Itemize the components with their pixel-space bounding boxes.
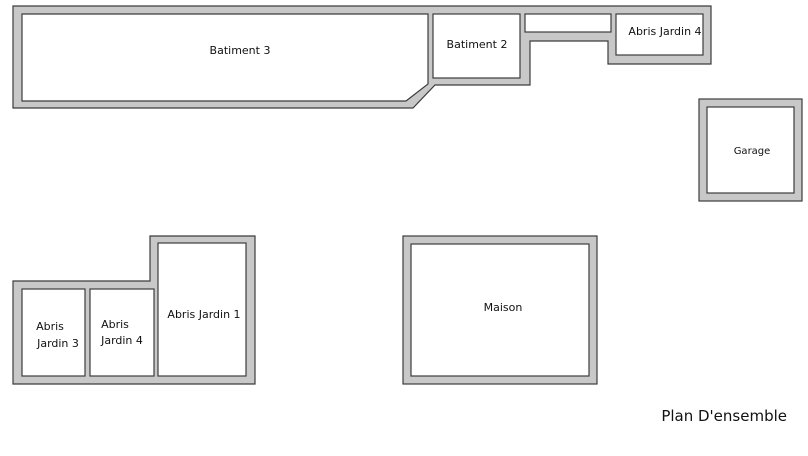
abris-jardin-3-label-line1: Abris <box>36 320 64 333</box>
batiment-2-label: Batiment 2 <box>447 38 508 51</box>
garage-building: Garage <box>698 98 803 202</box>
abris-jardin-3-label-line2: Jardin 3 <box>36 337 79 350</box>
maison-room[interactable] <box>410 243 590 377</box>
garage-label: Garage <box>734 146 771 157</box>
abris-jardin-4-bottom-room[interactable] <box>89 288 155 377</box>
abris-jardin-4-top-label: Abris Jardin 4 <box>628 25 701 38</box>
abris-jardin-3-room[interactable] <box>21 288 86 377</box>
abris-jardin-4-top-room[interactable] <box>615 13 704 56</box>
garage-room[interactable] <box>706 106 795 194</box>
abris-jardin-4-bottom-label-line2: Jardin 4 <box>100 334 143 347</box>
maison-building: Maison <box>402 235 598 385</box>
corridor-room <box>524 13 612 33</box>
north-building-complex: Batiment 3 Batiment 2 Abris Jardin 4 <box>12 5 712 109</box>
abris-jardin-4-bottom-label-line1: Abris <box>101 318 129 331</box>
abris-jardin-1-label: Abris Jardin 1 <box>167 308 240 321</box>
batiment-3-room[interactable] <box>21 13 429 102</box>
garden-sheds: Abris Jardin 3 Abris Jardin 4 Abris Jard… <box>12 235 256 385</box>
maison-label: Maison <box>484 301 523 314</box>
plan-title: Plan D'ensemble <box>661 407 787 425</box>
batiment-2-room[interactable] <box>432 13 521 79</box>
batiment-3-label: Batiment 3 <box>210 44 271 57</box>
abris-jardin-1-room[interactable] <box>157 242 247 377</box>
